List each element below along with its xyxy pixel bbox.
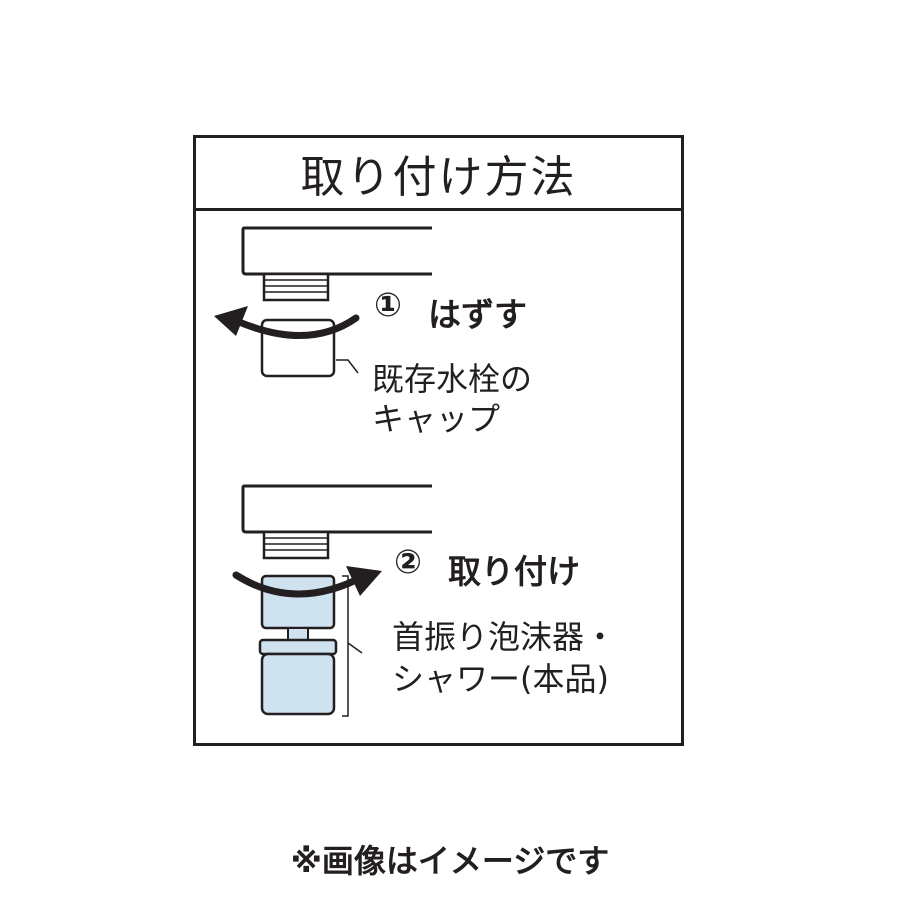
step1-rotate-arrow-icon	[214, 306, 360, 339]
instruction-panel: 取り付け方法	[193, 135, 684, 746]
step2-action: 取り付け	[448, 552, 580, 591]
step2-rotate-arrow-icon	[232, 566, 382, 598]
step1-leader-line	[336, 359, 359, 374]
existing-cap	[260, 318, 336, 378]
step1-faucet-spout	[241, 226, 432, 276]
panel-title: 取り付け方法	[300, 152, 577, 203]
image-disclaimer: ※画像はイメージです	[290, 842, 610, 880]
installation-diagram	[214, 226, 432, 717]
step2-callout-line1: 首振り泡沫器・	[392, 618, 617, 656]
step1-number: ①	[374, 285, 402, 324]
step2-thread	[262, 530, 330, 560]
step1-callout-line1: 既存水栓の	[372, 360, 533, 398]
step2-faucet-spout	[241, 484, 432, 534]
step2-callout-line2: シャワー(本品)	[392, 660, 609, 698]
step2-number: ②	[394, 542, 422, 581]
step1-action: はずす	[428, 295, 527, 334]
step1-thread	[262, 272, 330, 302]
title-bar: 取り付け方法	[196, 138, 681, 211]
product-bracket	[342, 575, 363, 717]
step1-callout-line2: キャップ	[372, 400, 501, 438]
product-aerator-shower	[258, 574, 338, 716]
